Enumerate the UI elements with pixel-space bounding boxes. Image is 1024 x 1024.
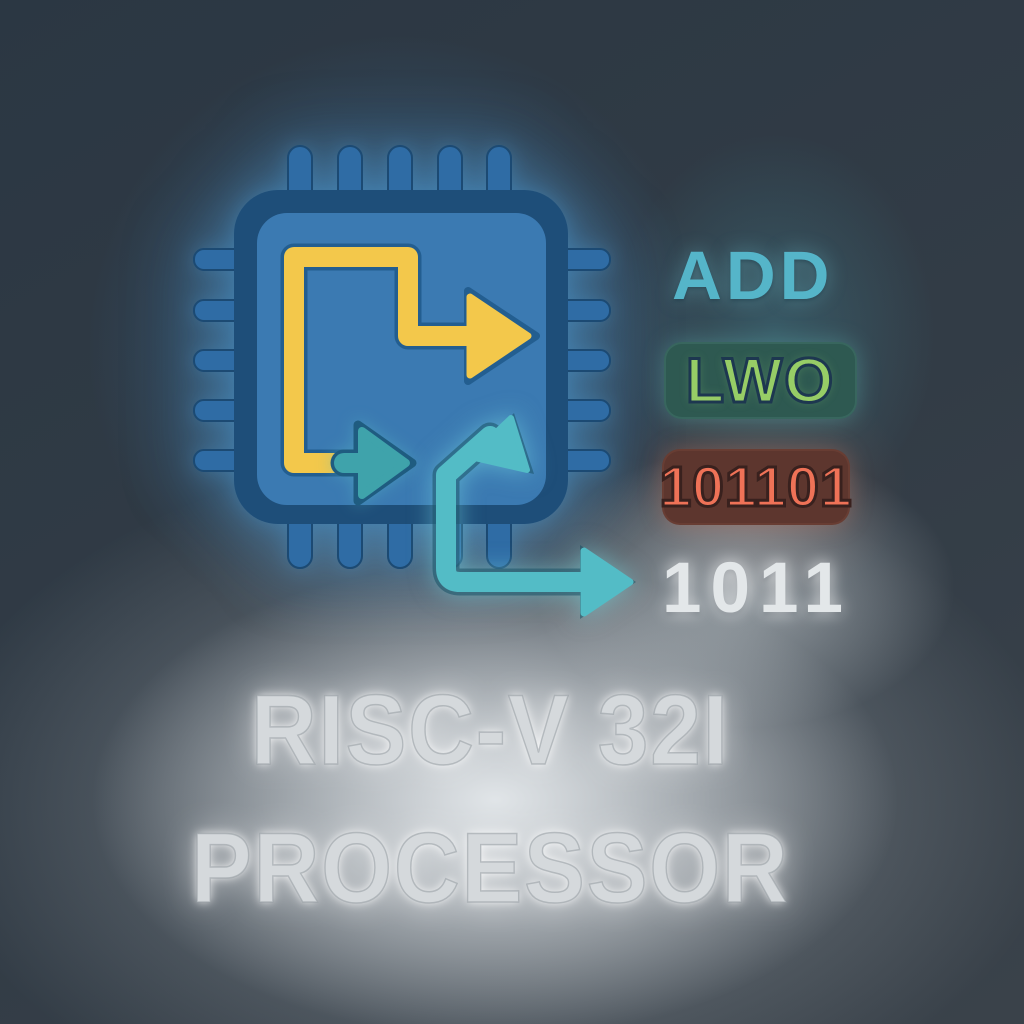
- binary-plain-label: 1011: [662, 549, 853, 628]
- instruction-label-add: ADD: [672, 237, 834, 314]
- yellow-routing-arrow-icon: [280, 243, 540, 477]
- teal-small-arrow-icon: [330, 420, 417, 506]
- binary-badge-text: 101101: [658, 454, 853, 521]
- teal-long-arrow-icon: [432, 413, 636, 619]
- logo-title-line2: PROCESSOR: [190, 812, 790, 923]
- chip-icon: [193, 145, 611, 569]
- instruction-badge-lwo: LWO: [664, 342, 857, 419]
- instruction-badge-lwo-text: LWO: [684, 344, 836, 417]
- logo-title: RISC-V 32I PROCESSOR: [0, 674, 1002, 952]
- binary-badge: 101101: [658, 449, 853, 525]
- logo-title-line1: RISC-V 32I: [250, 674, 730, 785]
- chip-face: [257, 213, 546, 505]
